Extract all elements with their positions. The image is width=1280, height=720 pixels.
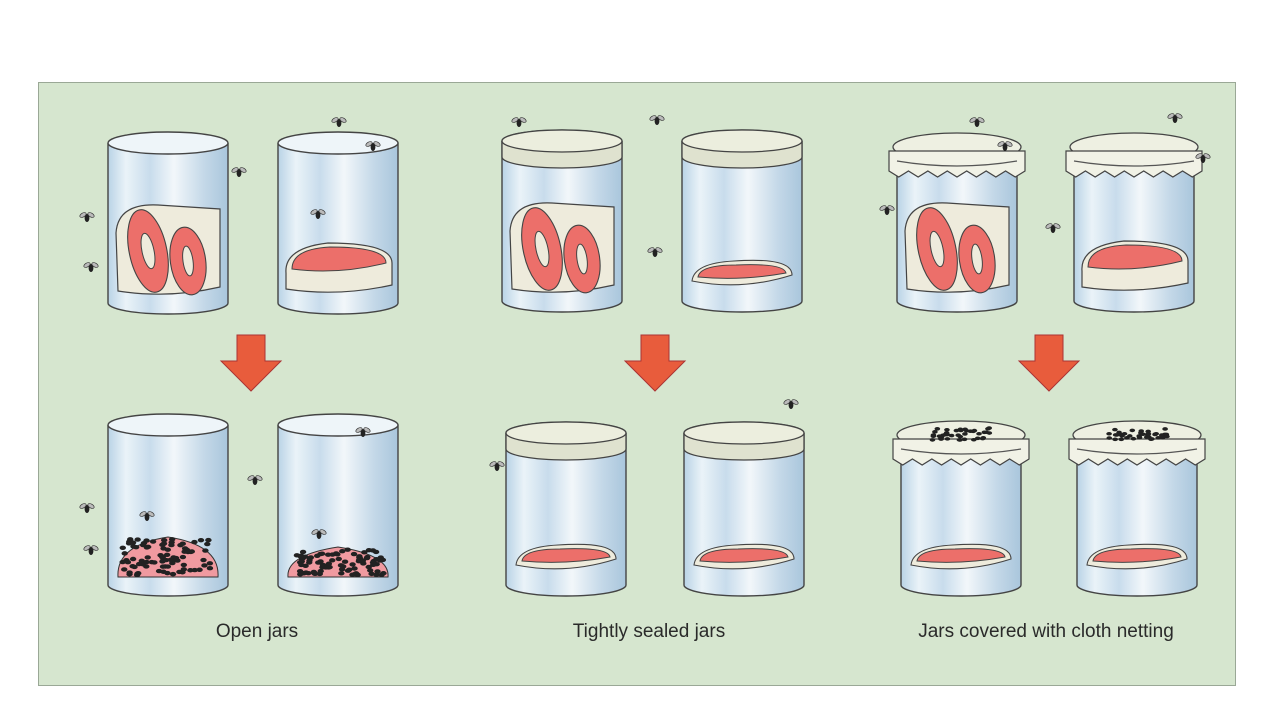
fly-icon: [1195, 153, 1211, 163]
cloth-jar-1-after: [892, 420, 1030, 597]
fly-icon: [79, 503, 95, 513]
fly-icon: [649, 115, 665, 125]
open-jar-1-after: [107, 413, 229, 597]
meat-piece: [509, 202, 615, 294]
caption-open-jars: Open jars: [215, 621, 299, 642]
fly-icon: [231, 167, 247, 177]
caption-cloth-jars: Jars covered with cloth netting: [918, 621, 1174, 642]
fly-icon: [783, 399, 799, 409]
maggot-mass: [287, 546, 389, 578]
fly-icon: [1167, 113, 1183, 123]
sealed-jar-2-after: [683, 421, 805, 597]
fly-icon: [1045, 223, 1061, 233]
fly-icon: [79, 212, 95, 222]
cloth-jar-1-before: [888, 132, 1026, 313]
cloth-band: [896, 160, 1018, 167]
cloth-band: [1076, 448, 1198, 455]
cloth-band: [1073, 160, 1195, 167]
meat-piece: [904, 202, 1010, 294]
cloth-band: [900, 448, 1022, 455]
fly-icon: [997, 141, 1013, 151]
fly-icon: [355, 427, 371, 437]
meat-piece: [285, 242, 393, 293]
meat-piece: [115, 204, 221, 296]
fly-icon: [365, 141, 381, 151]
fly-icon: [511, 117, 527, 127]
fly-icon: [139, 511, 155, 521]
fly-icon: [83, 262, 99, 272]
down-arrow-icon: [623, 334, 687, 392]
experiment-panel: Open jars Tightly sealed jars Jars cover…: [38, 82, 1236, 686]
meat-piece: [910, 543, 1012, 570]
fly-icon: [310, 209, 326, 219]
meat-piece: [691, 259, 793, 286]
maggots-on-cloth: [929, 426, 993, 442]
experiment-illustration: [79, 113, 1211, 597]
fly-icon: [331, 117, 347, 127]
open-jar-2-before: [277, 131, 399, 315]
maggot-mass: [117, 536, 219, 578]
fly-icon: [879, 205, 895, 215]
cloth-jar-2-after: [1068, 420, 1206, 597]
meat-piece: [1081, 240, 1189, 291]
meat-piece: [515, 543, 617, 570]
caption-sealed-jars: Tightly sealed jars: [572, 621, 726, 642]
down-arrow-icon: [1017, 334, 1081, 392]
meat-piece: [1086, 543, 1188, 570]
fly-icon: [311, 529, 327, 539]
fly-icon: [489, 461, 505, 471]
fly-icon: [247, 475, 263, 485]
meat-piece: [693, 543, 795, 570]
sealed-jar-2-before: [681, 129, 803, 313]
sealed-jar-1-after: [505, 421, 627, 597]
fly-icon: [647, 247, 663, 257]
fly-icon: [83, 545, 99, 555]
sealed-jar-1-before: [501, 129, 623, 313]
open-jar-1-before: [107, 131, 229, 315]
down-arrow-icon: [219, 334, 283, 392]
cloth-jar-2-before: [1065, 132, 1203, 313]
open-jar-2-after: [277, 413, 399, 597]
fly-icon: [969, 117, 985, 127]
maggots-on-cloth: [1106, 427, 1170, 442]
